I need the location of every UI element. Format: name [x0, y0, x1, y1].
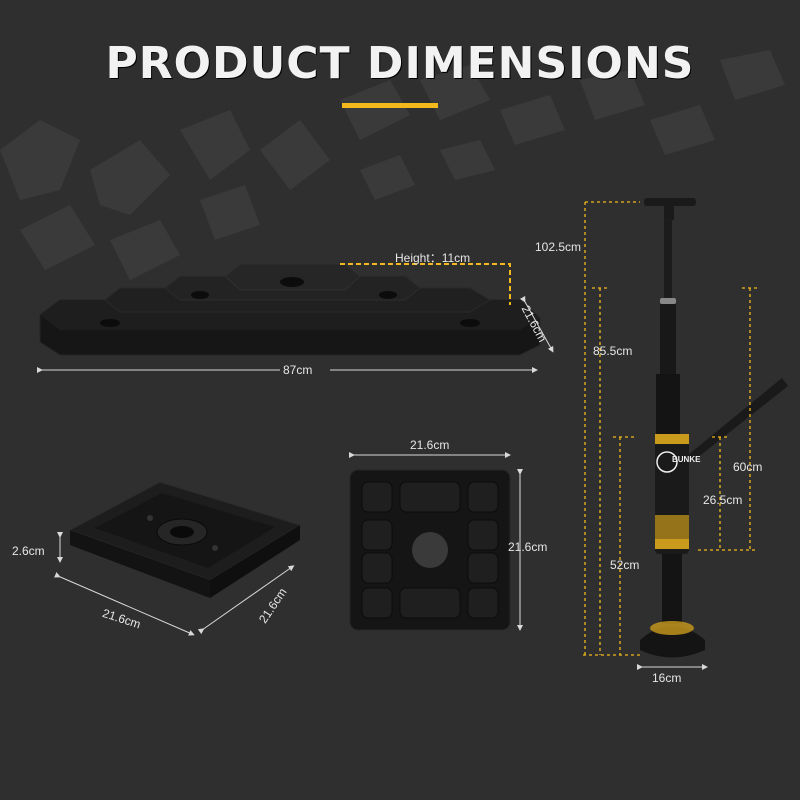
- block-top-view: [349, 469, 511, 631]
- pad-width-dim-line: [54, 572, 195, 636]
- thickness-label: 2.6cm: [12, 544, 45, 558]
- brand-logo-icon: [656, 451, 678, 473]
- stacked-leveling-blocks: [39, 263, 541, 356]
- title-underline: [342, 103, 438, 108]
- page-title: PRODUCT DIMENSIONS: [105, 38, 695, 89]
- height-label: Height：11cm: [395, 251, 471, 265]
- jack-stand: [640, 198, 788, 658]
- handle-height-label: 60cm: [733, 460, 763, 474]
- total-height-label: 102.5cm: [535, 240, 582, 254]
- shaft-height-label: 85.5cm: [593, 344, 633, 358]
- plan-height-label: 21.6cm: [508, 540, 548, 554]
- body-height-label: 26.5cm: [703, 493, 743, 507]
- base-width-label: 16cm: [652, 671, 682, 685]
- pad-depth-dim-line: [197, 565, 295, 635]
- height-dim-line: [340, 263, 511, 305]
- plan-width-label: 21.6cm: [410, 438, 450, 452]
- base-to-body-label: 52cm: [610, 558, 640, 572]
- width-87-label: 87cm: [283, 363, 313, 377]
- jack-brand-label: BUNKE: [672, 455, 701, 464]
- jack-dim-lines: [583, 201, 760, 656]
- single-block-iso: [68, 481, 302, 598]
- depth-dim-line: [519, 295, 554, 353]
